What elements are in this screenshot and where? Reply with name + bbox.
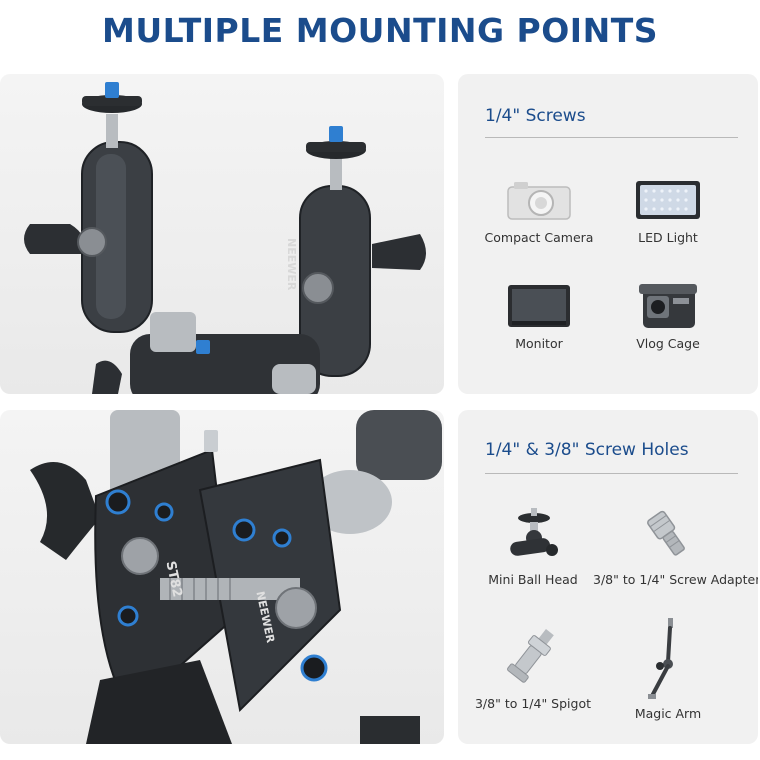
screw-adapter-icon [647, 510, 685, 556]
compatible-item-camera: Compact Camera [464, 176, 614, 245]
spigot-icon [507, 629, 554, 683]
super-clamp-photo: ST82 NEEWER [0, 410, 444, 744]
ball-heads-photo: NEEWER [0, 74, 444, 394]
screws-panel-title: 1/4" Screws [485, 106, 586, 126]
accessory-item-spigot: 3/8" to 1/4" Spigot [458, 624, 608, 711]
camera-icon [507, 182, 571, 220]
item-label: Magic Arm [634, 706, 702, 721]
monitor-icon [508, 285, 570, 327]
screw-holes-panel: 1/4" & 3/8" Screw Holes Mini Ball Head [458, 410, 758, 744]
item-label: 3/8" to 1/4" Screw Adapter [593, 572, 758, 587]
led-light-icon [636, 181, 700, 219]
compatible-item-led: LED Light [593, 176, 743, 245]
item-label: Compact Camera [484, 230, 594, 245]
item-label: Vlog Cage [636, 336, 700, 351]
accessory-item-ball-head: Mini Ball Head [458, 504, 608, 587]
item-label: Mini Ball Head [488, 572, 578, 587]
accessory-item-magic-arm: Magic Arm [593, 616, 743, 721]
magic-arm-icon [648, 618, 673, 699]
screw-center [196, 340, 210, 354]
screws-panel: 1/4" Screws Compact Camera [458, 74, 758, 394]
model-label: ST82 [162, 560, 184, 599]
accessory-item-screw-adapter: 3/8" to 1/4" Screw Adapter [593, 504, 758, 587]
screw-holes-divider [485, 473, 738, 474]
compatible-item-vlog-cage: Vlog Cage [593, 282, 743, 351]
vlog-cage-icon [639, 284, 697, 328]
super-clamp-illustration: ST82 NEEWER [30, 410, 442, 744]
ball-heads-illustration: NEEWER [24, 82, 426, 394]
ball-head-icon [510, 508, 558, 556]
brand-logo-top: NEEWER [285, 238, 298, 291]
screws-divider [485, 137, 738, 138]
item-label: 3/8" to 1/4" Spigot [474, 696, 592, 711]
item-label: Monitor [515, 336, 563, 351]
screw-top-right [329, 126, 343, 142]
screw-holes [105, 489, 328, 682]
item-label: LED Light [638, 230, 698, 245]
screw-top-left [105, 82, 119, 98]
page-title: MULTIPLE MOUNTING POINTS [102, 10, 658, 50]
compatible-item-monitor: Monitor [464, 282, 614, 351]
screw-holes-panel-title: 1/4" & 3/8" Screw Holes [485, 440, 689, 460]
